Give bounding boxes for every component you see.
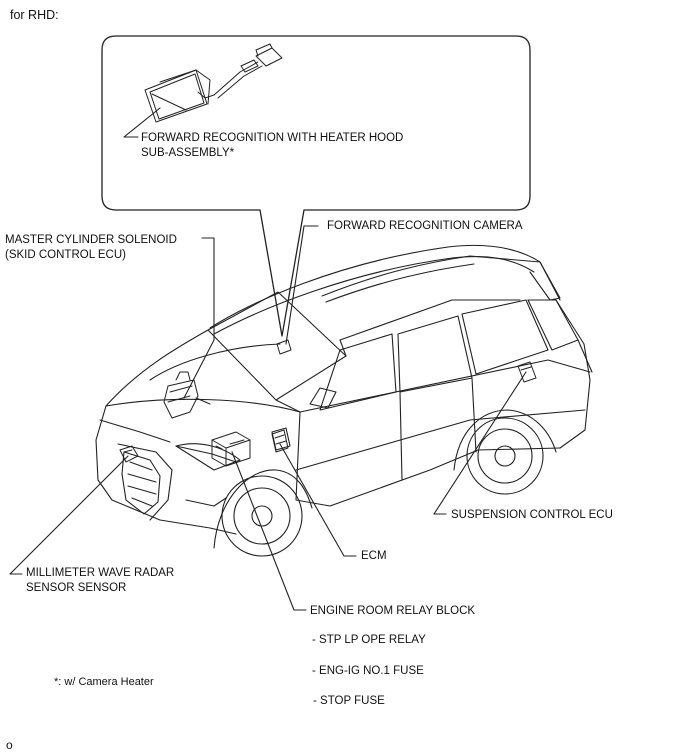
label-suspension-ecu: SUSPENSION CONTROL ECU bbox=[451, 509, 613, 521]
label-engine-room-relay: ENGINE ROOM RELAY BLOCK bbox=[310, 605, 476, 617]
leader-suspension-ecu bbox=[433, 371, 527, 515]
label-millimeter-line2: SENSOR SENSOR bbox=[26, 582, 127, 594]
ecm-part bbox=[271, 429, 289, 453]
label-master-cylinder-line1: MASTER CYLINDER SOLENOID bbox=[5, 234, 177, 246]
master-cylinder-part bbox=[163, 371, 211, 419]
inset-component-label-line1: FORWARD RECOGNITION WITH HEATER HOOD bbox=[141, 132, 404, 144]
label-millimeter-line1: MILLIMETER WAVE RADAR bbox=[26, 567, 175, 579]
page-header: for RHD: bbox=[10, 8, 59, 22]
inset-callout-bubble bbox=[101, 35, 531, 337]
relay-item: - STP LP OPE RELAY bbox=[312, 634, 426, 646]
leader-camera-hood bbox=[123, 107, 161, 138]
corner-mark: o bbox=[6, 738, 13, 752]
relay-item: - ENG-IG NO.1 FUSE bbox=[312, 665, 424, 677]
leader-forward-camera bbox=[285, 225, 319, 345]
leader-ecm bbox=[279, 443, 357, 557]
suspension-ecu-part bbox=[517, 361, 537, 383]
label-ecm: ECM bbox=[361, 550, 387, 562]
radar-sensor-part bbox=[119, 445, 139, 463]
label-master-cylinder-line2: (SKID CONTROL ECU) bbox=[5, 249, 126, 261]
leader-relay-block bbox=[231, 451, 307, 611]
camera-hood-part bbox=[144, 43, 283, 123]
leader-millimeter-wave bbox=[9, 455, 129, 575]
leader-master-cylinder bbox=[183, 237, 215, 399]
footnote: *: w/ Camera Heater bbox=[54, 676, 154, 688]
relay-item: - STOP FUSE bbox=[313, 695, 385, 707]
vehicle-outline bbox=[95, 244, 593, 557]
label-forward-camera: FORWARD RECOGNITION CAMERA bbox=[327, 220, 523, 232]
forward-camera-part bbox=[276, 339, 292, 355]
relay-block-part bbox=[211, 431, 251, 467]
inset-component-label-line2: SUB-ASSEMBLY* bbox=[141, 147, 235, 159]
